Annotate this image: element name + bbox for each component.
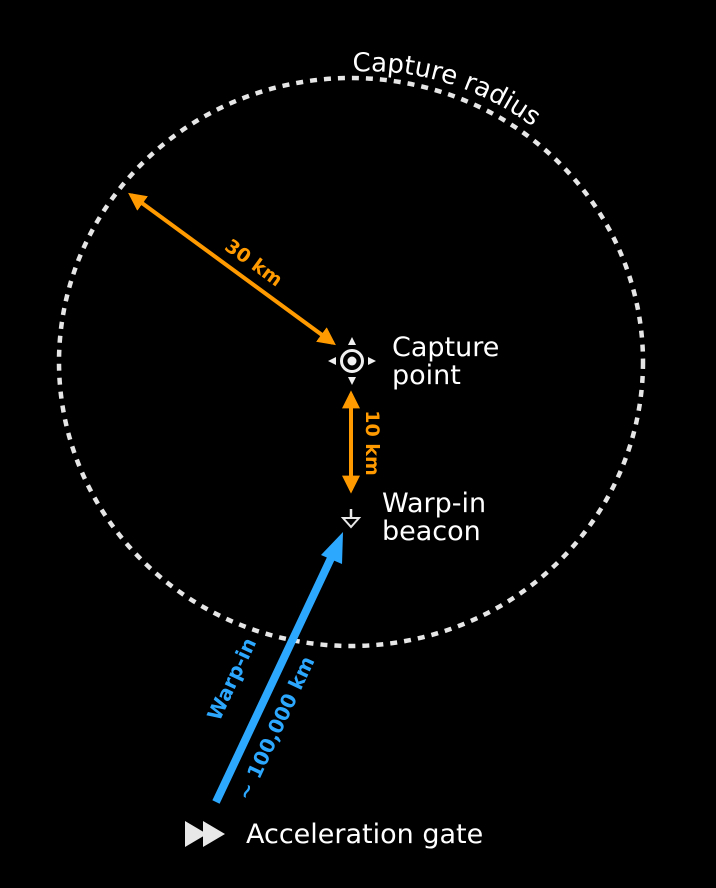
warp-in-label: Warp-in xyxy=(202,634,261,724)
beacon-distance-label: 10 km xyxy=(361,410,383,476)
capture-radius-circle xyxy=(56,75,646,649)
warp-in-beacon-label: Warp-in xyxy=(382,488,486,519)
warp-in-arrow-shaft xyxy=(212,554,336,804)
capture-point-label-2: point xyxy=(392,360,461,391)
fast-forward-icon xyxy=(185,821,225,847)
radius-distance-arrow xyxy=(128,192,336,346)
capture-radius-label: Capture radius xyxy=(352,48,546,132)
warp-in-arrow-head xyxy=(321,532,343,564)
warp-in-beacon-label-2: beacon xyxy=(382,516,481,547)
capture-point-label: Capture xyxy=(392,332,499,363)
acceleration-gate-label: Acceleration gate xyxy=(246,819,483,850)
beacon-icon xyxy=(340,509,362,529)
crosshair-target-icon xyxy=(328,337,376,385)
